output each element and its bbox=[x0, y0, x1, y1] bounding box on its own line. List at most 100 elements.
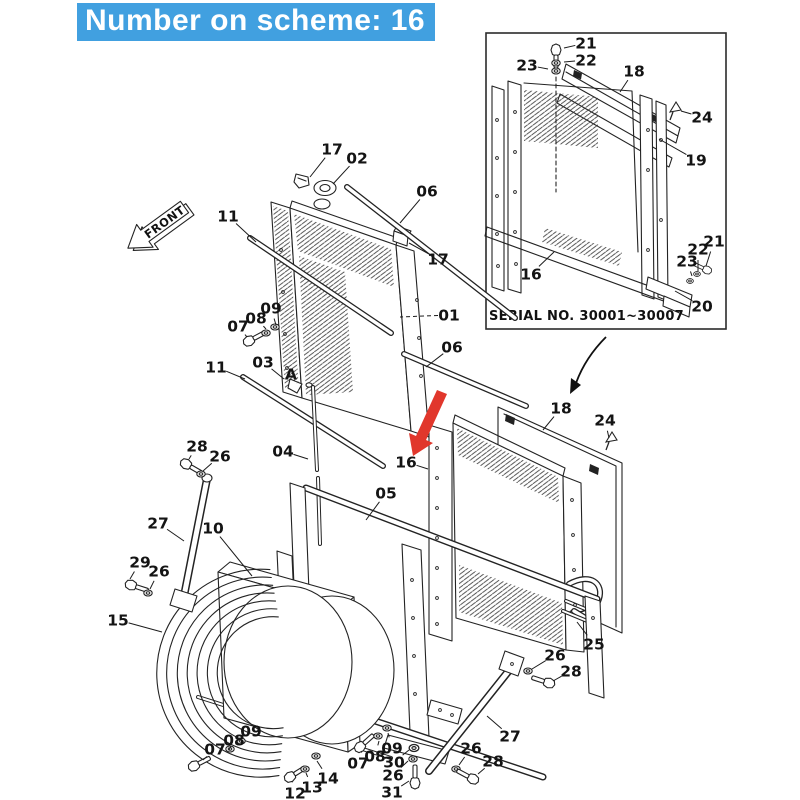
inset-washer-23-icon bbox=[551, 67, 561, 75]
washer-08-icon bbox=[261, 329, 271, 337]
leader-line bbox=[316, 760, 323, 770]
washer-26c-icon bbox=[523, 667, 533, 675]
leader-line bbox=[705, 251, 712, 267]
leader-line bbox=[399, 314, 439, 318]
part-label-10: 10 bbox=[202, 520, 224, 538]
wing-bolt-24-icon bbox=[605, 431, 618, 451]
part-label-26: 26 bbox=[382, 767, 404, 785]
page-title: Number on scheme: 16 bbox=[77, 3, 436, 41]
leader-line bbox=[402, 749, 410, 756]
part-label-30: 30 bbox=[383, 754, 405, 772]
part-label-22: 22 bbox=[575, 52, 597, 70]
leader-line bbox=[244, 334, 248, 338]
washer-14-icon bbox=[311, 752, 321, 760]
part-label-07: 07 bbox=[227, 318, 249, 336]
part-label-28: 28 bbox=[186, 438, 208, 456]
part-label-18: 18 bbox=[623, 63, 645, 81]
part-label-17: 17 bbox=[321, 141, 343, 159]
part-label-22: 22 bbox=[687, 241, 709, 259]
part-label-28: 28 bbox=[560, 663, 582, 681]
fan-guard-arc bbox=[206, 608, 283, 738]
inset-washer-23b-icon bbox=[686, 278, 694, 284]
leader-line bbox=[416, 464, 429, 470]
leader-line bbox=[166, 528, 185, 542]
part-label-18: 18 bbox=[550, 400, 572, 418]
part-label-06: 06 bbox=[416, 183, 438, 201]
leader-line bbox=[188, 455, 192, 460]
part-label-08: 08 bbox=[364, 748, 386, 766]
leader-line bbox=[690, 271, 693, 277]
frame-center-post bbox=[401, 543, 430, 739]
part-label-09: 09 bbox=[240, 723, 262, 741]
washer-30-icon bbox=[408, 743, 420, 753]
mount-plate-16 bbox=[428, 424, 453, 642]
part-label-09: 09 bbox=[260, 300, 282, 318]
leader-lines bbox=[128, 44, 712, 787]
part-label-06: 06 bbox=[441, 339, 463, 357]
part-label-07: 07 bbox=[204, 741, 226, 759]
inset-border bbox=[485, 32, 727, 330]
bolt-holes bbox=[279, 110, 663, 717]
leader-line bbox=[400, 760, 409, 768]
front-arrow: FRONT bbox=[127, 200, 195, 251]
part-label-12: 12 bbox=[284, 785, 306, 800]
bolt-31-icon bbox=[409, 764, 421, 790]
serial-number-text: SERIAL NO. 30001~30007 bbox=[489, 309, 684, 324]
part-label-26: 26 bbox=[460, 740, 482, 758]
leader-line bbox=[531, 660, 546, 670]
inset-right-channel bbox=[639, 94, 655, 300]
leader-line bbox=[619, 79, 629, 93]
bolt-28b-icon bbox=[529, 672, 557, 691]
part-label-21: 21 bbox=[575, 35, 597, 53]
washer-08c-icon bbox=[373, 732, 383, 740]
part-label-24: 24 bbox=[594, 412, 616, 430]
part-label-27: 27 bbox=[147, 515, 169, 533]
leader-line bbox=[309, 157, 326, 178]
curved-arrow bbox=[570, 336, 607, 394]
leader-line bbox=[273, 318, 277, 326]
fan-guard-arc bbox=[166, 576, 281, 770]
leader-line bbox=[271, 368, 285, 380]
part-label-23: 23 bbox=[676, 253, 698, 271]
part-label-21: 21 bbox=[703, 233, 725, 251]
part-label-08: 08 bbox=[223, 732, 245, 750]
part-label-11: 11 bbox=[205, 359, 227, 377]
fan-guard-15 bbox=[156, 568, 284, 778]
part-label-03: 03 bbox=[252, 354, 274, 372]
leader-line bbox=[219, 536, 253, 577]
part-label-28: 28 bbox=[482, 753, 504, 771]
part-label-16: 16 bbox=[520, 266, 542, 284]
part-label-27: 27 bbox=[499, 728, 521, 746]
leader-line bbox=[228, 745, 232, 751]
part-label-23: 23 bbox=[516, 57, 538, 75]
leader-line bbox=[387, 732, 390, 738]
inset-washer-22-icon bbox=[551, 59, 561, 67]
inset-wing-bolt-24-icon bbox=[669, 101, 682, 121]
fan-shroud-10 bbox=[217, 561, 395, 753]
fan-guard-arc bbox=[186, 592, 282, 754]
leader-line bbox=[408, 242, 429, 255]
leader-line bbox=[537, 66, 549, 70]
washer-26-icon bbox=[196, 470, 206, 478]
fan-guard-arc bbox=[216, 616, 284, 730]
leader-line bbox=[305, 772, 309, 778]
clip-17-icon bbox=[293, 173, 310, 189]
part-label-31: 31 bbox=[381, 784, 403, 800]
washer-13-icon bbox=[300, 765, 310, 773]
leader-line bbox=[486, 715, 503, 730]
stay-27-right bbox=[425, 650, 525, 775]
leader-line bbox=[542, 416, 555, 431]
leader-line bbox=[365, 501, 380, 521]
washer-26b-icon bbox=[143, 589, 153, 597]
leader-line bbox=[361, 750, 363, 753]
red-arrow bbox=[409, 390, 447, 456]
part-label-26: 26 bbox=[544, 647, 566, 665]
washer-09c-icon bbox=[382, 724, 392, 732]
leader-line bbox=[399, 199, 421, 224]
part-label-25: 25 bbox=[583, 636, 605, 654]
bolt-28c-icon bbox=[454, 765, 482, 787]
stay-27-left bbox=[169, 473, 213, 613]
